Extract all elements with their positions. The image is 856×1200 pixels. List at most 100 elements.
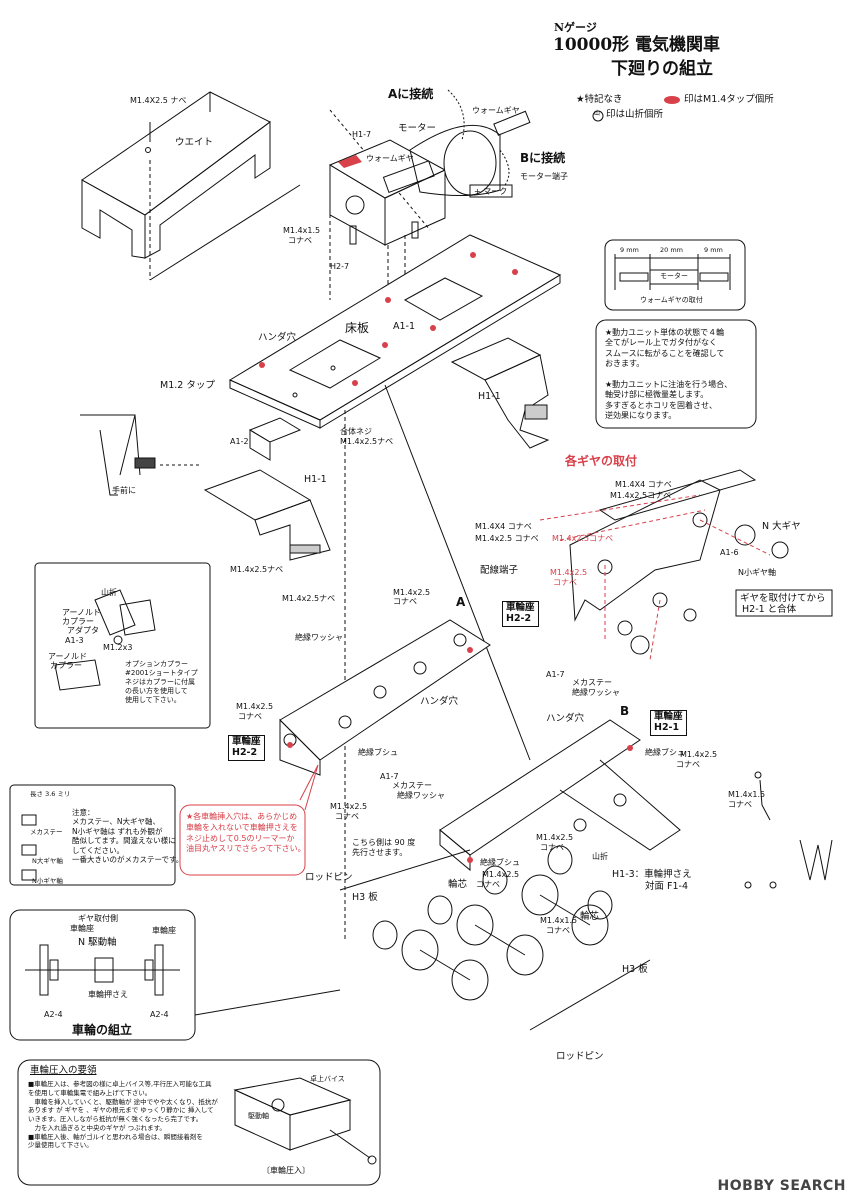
temae-label: 手前に (112, 486, 136, 495)
scale-label: Nゲージ (554, 21, 597, 34)
chassis-screw-d: M1.4x2.5 (330, 802, 368, 811)
a1-7-label-2: A1-7 (380, 772, 399, 781)
chassis-screw-b: M1.4x2.5 (236, 702, 274, 711)
legend-fold-mark: 山 (594, 110, 601, 117)
chassis-yamaori: 山折 (592, 852, 608, 861)
side-90-sub: 先行させます。 (352, 848, 408, 857)
a1-2-label: A1-2 (230, 437, 249, 446)
gotai-screw-label: 合体ネジ (340, 427, 372, 436)
floor-plate-label: 床板 (345, 321, 370, 335)
a-mark: A (456, 595, 466, 609)
a2-4-left: A2-4 (44, 1010, 63, 1019)
worm-gear-label-2: ウォームギヤ (366, 154, 414, 163)
motor-bracket (328, 139, 447, 246)
h2-7-label: H2-7 (330, 262, 350, 271)
wheel-assembly-title: 車輪の組立 (72, 1023, 133, 1037)
weight-screw-label: M1.4X2.5 ナベ (130, 96, 187, 105)
m12-tap-label: M1.2 タップ (160, 380, 215, 391)
insul-bush-label: 絶縁ブシュ (358, 748, 398, 757)
gear-frame (569, 469, 789, 655)
gotai-screw-sub: M1.4x2.5ナベ (340, 437, 394, 446)
gear-side-label: ギヤ取付側 (78, 914, 118, 923)
bracket-left (203, 417, 331, 561)
vise-drawing (233, 1077, 377, 1165)
coupler-sketch (80, 414, 200, 496)
rod-pin-label: ロッドピン (305, 872, 353, 883)
attach-note-1: ギヤを取付けてから (740, 593, 826, 604)
mecha-note-frame (9, 784, 176, 886)
legend-line2: 印は山折個所 (606, 109, 664, 120)
chassis-screw-e-sub: コナベ (676, 760, 700, 769)
wheel-screw-label: M1.4x1.5 (540, 916, 578, 925)
arnold-label-2: アーノルド (48, 652, 88, 661)
floor-plate (228, 234, 562, 429)
h1-3-sub: 対面 F1-4 (645, 881, 689, 892)
motor-part (382, 89, 531, 198)
m14-25-label-a: M1.4x2.5ナベ (230, 565, 284, 574)
rod-pin-label-2: ロッドピン (556, 1051, 604, 1062)
section-title: 下廻りの組立 (611, 59, 713, 79)
screw-15-label: M1.4x1.5 (283, 226, 321, 235)
gear-screw-4: M1.4x2.5 コナベ (475, 534, 539, 543)
connect-a-label: Aに接続 (388, 87, 434, 101)
insul-bush-label-3: 絶縁ブシュ (480, 858, 520, 867)
n-big-gear-label: N 大ギヤ (762, 521, 801, 532)
coupler-label-2: カプラー (50, 661, 82, 670)
chassis-screw-a-sub: コナベ (393, 597, 417, 606)
attach-note-2: H2-1 と合体 (742, 604, 797, 615)
wiring-terminal-label: 配線端子 (480, 565, 519, 576)
press-box-frame (17, 1059, 381, 1186)
motor-label: モーター (398, 123, 437, 134)
wheel-core-label-2: 輪芯 (580, 911, 600, 922)
h1-3-screw-sub: コナベ (728, 800, 752, 809)
legend-line1b: 印はM1.4タップ個所 (684, 94, 774, 105)
bracket-h1-1 (450, 337, 550, 449)
side-frame-front (279, 619, 491, 776)
wheel-assembly-frame (9, 909, 196, 1041)
insul-washer-label-3: 絶縁ワッシャ (397, 791, 445, 800)
mecha-stay-label: メカステー (572, 678, 612, 687)
h1-3-screw: M1.4x1.5 (728, 790, 766, 799)
gear-screw-5: M1.4x2.5コナベ (552, 534, 614, 543)
coupler-yamaori: 山折 (101, 588, 117, 597)
m12x3-label: M1.2x3 (103, 643, 133, 652)
mecha-length: 長さ 3.6 ミリ (30, 790, 71, 798)
mecha-note-text: 注意： メカステー、N大ギヤ軸、 N小ギヤ軸は ずれも外観が 酷似してます。間違… (72, 808, 184, 864)
n-drive-axle-label: N 駆動軸 (78, 937, 117, 948)
mecha-n-small: N小ギヤ軸 (32, 877, 63, 885)
wheel-presser-label: 車輪押さえ (88, 990, 128, 999)
side-frame-rear (439, 719, 681, 872)
chassis-screw-f: M1.4x2.5 (536, 833, 574, 842)
a1-6-label: A1-6 (720, 548, 739, 557)
legend-fold-icon (592, 110, 604, 122)
h1-1-label: H1-1 (478, 391, 501, 402)
gear-screw-6: M1.4x2.5 (550, 568, 588, 577)
gear-section-title: 各ギヤの取付 (565, 454, 638, 468)
watermark: HOBBY SEARCH (717, 1178, 846, 1194)
plus-mark-label: + マーク (474, 187, 508, 196)
h3-plate-label: H3 板 (352, 892, 378, 903)
a2-4-right: A2-4 (150, 1010, 169, 1019)
vise-label: 卓上バイス (310, 1075, 345, 1083)
h3-plate-label-2: H3 板 (622, 964, 648, 975)
gear-screw-2: M1.4x2.5コナベ (610, 491, 672, 500)
chassis-screw-f-sub: コナベ (540, 843, 564, 852)
dim-9mm-right: 9 mm (704, 246, 723, 254)
mecha-stay-small: メカステー (30, 828, 63, 836)
h1-3-label: H1-3：車輪押さえ (612, 869, 692, 880)
wheel-core-label: 輪芯 (448, 879, 468, 890)
coupler-adapter-label: カプラー (62, 617, 94, 626)
gear-screw-3: M1.4X4 コナベ (475, 522, 532, 531)
wheel-seat-label-2: 車輪座 (152, 926, 176, 935)
insul-washer-label-2: 絶縁ワッシャ (572, 688, 620, 697)
note-box-frame (595, 319, 757, 429)
dim-9mm-left: 9 mm (620, 246, 639, 254)
dim-caption: ウォームギヤの取付 (640, 296, 703, 304)
drive-axle-label: 駆動軸 (248, 1112, 269, 1120)
chassis-screw-e: M1.4x2.5 (680, 750, 718, 759)
n-small-gear-axle-label: N小ギヤ軸 (738, 568, 776, 577)
adapter-label: アダプタ (67, 626, 99, 635)
